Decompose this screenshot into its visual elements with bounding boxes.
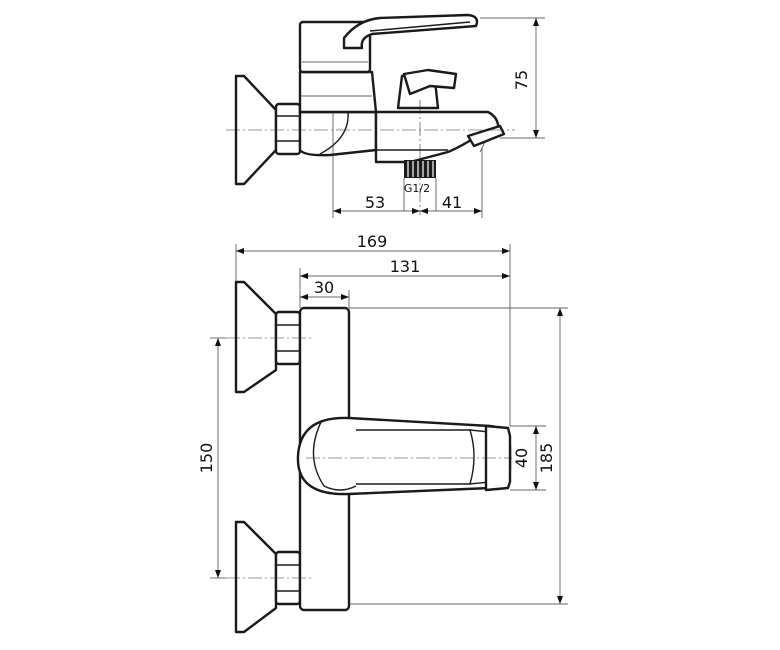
dimension-30: 30 [314, 278, 334, 297]
top-flange-upper [234, 280, 278, 394]
top-spout-tip [484, 424, 512, 492]
side-view: 75 53 41 G1/2 [226, 13, 545, 218]
thread-label: G1/2 [404, 182, 430, 195]
dimension-75: 75 [512, 70, 531, 90]
dimension-53: 53 [365, 193, 385, 212]
top-flange-lower [234, 520, 278, 634]
side-main-body [298, 70, 378, 114]
side-connector-nut [274, 102, 302, 156]
side-diverter-lever [402, 68, 458, 96]
dimension-185: 185 [537, 443, 556, 474]
dimension-40: 40 [512, 448, 531, 468]
dimension-131: 131 [390, 257, 421, 276]
dimension-41: 41 [442, 193, 462, 212]
side-lever-handle [342, 13, 479, 50]
side-body-arm [298, 110, 378, 157]
top-view: 169 131 30 150 40 185 [197, 232, 568, 634]
side-spout-tip [466, 124, 506, 148]
dimension-150: 150 [197, 443, 216, 474]
dimension-169: 169 [357, 232, 388, 251]
